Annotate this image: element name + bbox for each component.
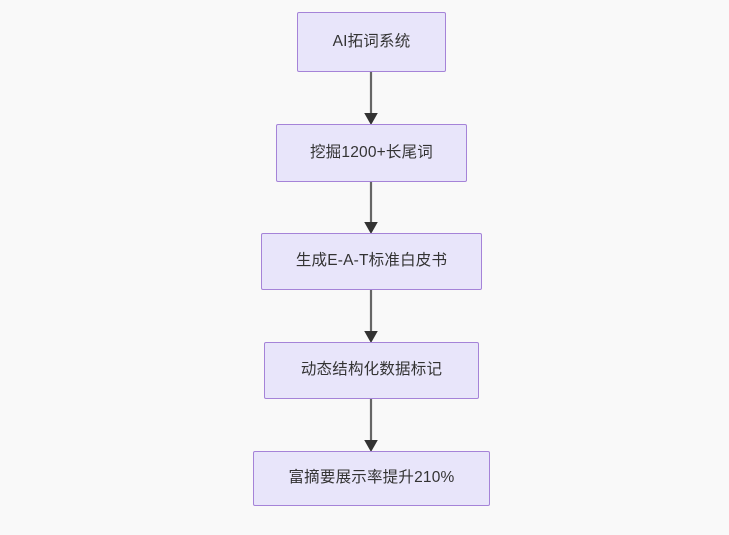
flow-node-label: 动态结构化数据标记 [300,361,443,379]
flow-node-ai-keyword-system[interactable]: AI拓词系统 [297,12,446,72]
edge-n3-n4 [358,288,384,346]
edge-n4-n5 [358,397,384,455]
flow-node-label: AI拓词系统 [332,32,411,50]
flow-node-longtail-mining[interactable]: 挖掘1200+长尾词 [276,124,467,182]
edge-n1-n2 [358,70,384,128]
flow-node-eat-whitepaper[interactable]: 生成E-A-T标准白皮书 [261,233,482,290]
flow-node-label: 生成E-A-T标准白皮书 [295,252,448,270]
flow-node-rich-snippet-result[interactable]: 富摘要展示率提升210% [253,451,490,506]
flow-node-structured-data-markup[interactable]: 动态结构化数据标记 [264,342,479,399]
flow-node-label: 富摘要展示率提升210% [288,469,455,487]
edge-n2-n3 [358,180,384,237]
flow-node-label: 挖掘1200+长尾词 [309,143,434,161]
